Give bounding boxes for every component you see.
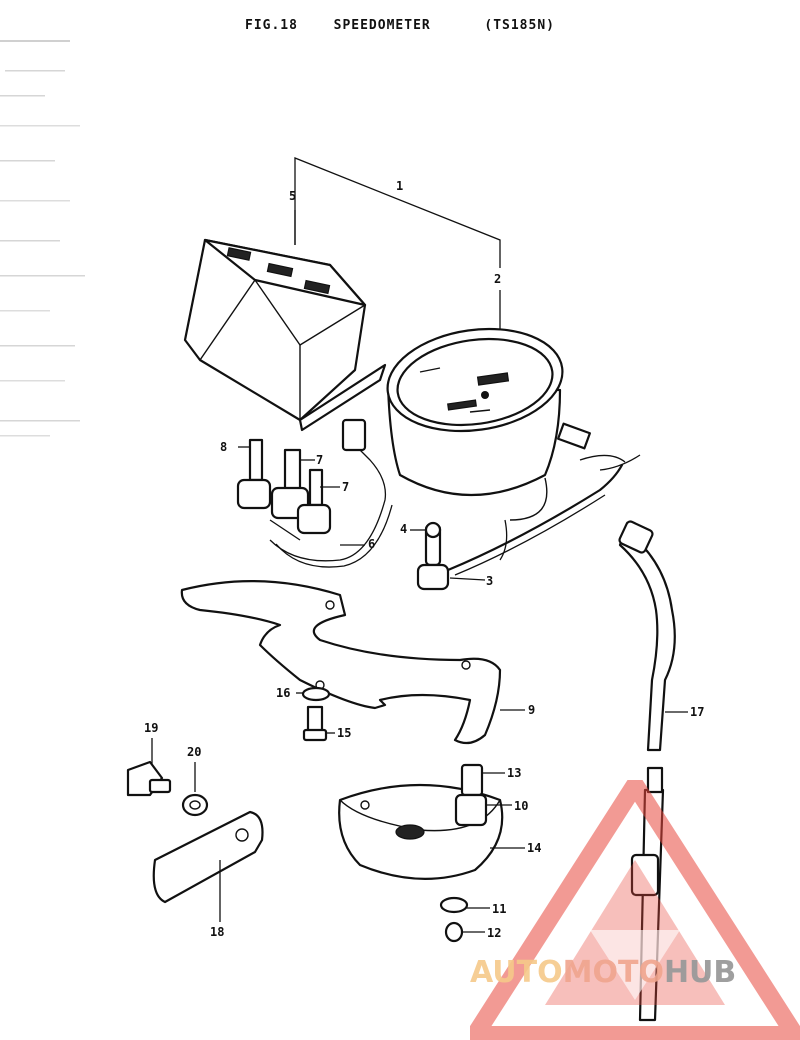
callout-2: 2 (494, 272, 501, 286)
wire-harness-part-3 (446, 463, 624, 576)
callout-3: 3 (486, 574, 493, 588)
callout-7a: 7 (316, 453, 323, 467)
callout-16: 16 (276, 686, 290, 700)
figure-label: FIG.18 (245, 18, 298, 33)
figure-model: (TS185N) (484, 18, 555, 33)
callout-18: 18 (210, 925, 224, 939)
washer-nut-part-11-12 (439, 896, 469, 943)
callout-13: 13 (507, 766, 521, 780)
watermark-text: AUTOMOTOHUB (470, 955, 800, 990)
meter-base-part-14 (338, 763, 504, 880)
bolt-washer-part-19-20 (126, 760, 209, 817)
mounting-bracket-part-9 (180, 580, 502, 745)
callout-1: 1 (396, 179, 403, 193)
bulb-sockets-part-6-7-8 (236, 418, 393, 568)
bulb-socket-part-4 (416, 521, 450, 591)
indicator-housing-part-5 (183, 238, 387, 432)
screw-part-15 (301, 686, 331, 742)
callout-5: 5 (289, 189, 296, 203)
watermark-moto: MOTO (562, 955, 664, 990)
figure-title: FIG.18 SPEEDOMETER (TS185N) (0, 18, 800, 33)
callout-8: 8 (220, 440, 227, 454)
callout-19: 19 (144, 721, 158, 735)
watermark-logo (470, 780, 800, 1040)
callout-7b: 7 (342, 480, 349, 494)
clamp-plate-part-18 (152, 810, 264, 904)
callout-20: 20 (187, 745, 201, 759)
callout-14: 14 (527, 841, 541, 855)
callout-4: 4 (400, 522, 407, 536)
figure-name: SPEEDOMETER (333, 18, 431, 33)
callout-15: 15 (337, 726, 351, 740)
scan-noise (0, 40, 85, 437)
watermark-auto: AUTO (470, 955, 563, 990)
callout-11: 11 (492, 902, 506, 916)
callout-10: 10 (514, 799, 528, 813)
callout-9: 9 (528, 703, 535, 717)
callout-17: 17 (690, 705, 704, 719)
leader-lines (151, 446, 688, 933)
watermark-hub: HUB (663, 955, 737, 990)
callout-6: 6 (368, 537, 375, 551)
callout-12: 12 (487, 926, 501, 940)
speedometer-gauge-part-1 (386, 327, 641, 521)
callout-numbers: 1 2 3 4 5 6 7 7 8 9 10 11 12 13 14 15 16… (144, 179, 704, 940)
